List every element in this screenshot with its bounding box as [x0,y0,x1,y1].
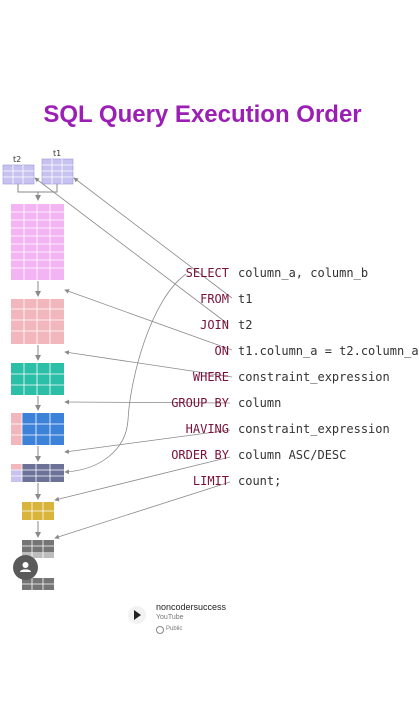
globe-icon [156,626,164,634]
argument-on: t1.column_a = t2.column_a [238,344,419,358]
table-t2 [2,164,35,185]
argument-where: constraint_expression [238,370,390,384]
table-filtered [11,299,64,344]
keyword-select: SELECT [185,266,229,280]
keyword-where: WHERE [192,370,229,384]
keyword-join: JOIN [200,318,229,332]
merge-arrow [38,184,58,193]
argument-limit: count; [238,474,282,488]
connector-where [64,350,233,378]
table-limited [22,502,54,520]
argument-from: t1 [238,292,253,306]
keyword-having: HAVING [185,422,229,436]
connector-select [64,273,187,475]
video-card[interactable] [118,599,290,641]
platform-label: YouTube [156,614,184,621]
table-having [11,413,64,445]
avatar-icon[interactable] [13,555,38,580]
table-label-t2: t2 [13,155,22,164]
connector-on [64,289,233,351]
merge-arrow [17,184,41,201]
keyword-group-by: GROUP BY [171,396,229,410]
page-title: SQL Query Execution Order [43,101,362,128]
keyword-order-by: ORDER BY [171,448,229,462]
connector-from [73,177,233,299]
argument-join: t2 [238,318,253,332]
argument-having: constraint_expression [238,422,390,436]
play-icon[interactable] [128,606,146,624]
argument-group-by: column [238,396,282,410]
table-sorted [11,464,64,482]
table-joined [11,204,64,280]
table-final [22,540,54,590]
table-label-t1: t1 [53,149,62,158]
connector-join [34,177,229,325]
diagram-canvas [2,158,233,590]
table-t1 [41,158,74,185]
argument-order-by: column ASC/DESC [238,448,347,462]
channel-name[interactable]: noncodersuccess [156,602,227,612]
keyword-on: ON [214,344,229,358]
connector-having [64,429,231,454]
table-grouped [11,363,64,395]
argument-select: column_a, column_b [238,266,369,280]
visibility-label: Public [166,626,183,632]
connector-limit [54,481,231,540]
connector-group-by [64,399,231,405]
keyword-limit: LIMIT [192,474,229,488]
keyword-from: FROM [200,292,229,306]
connector-order-by [54,456,231,502]
